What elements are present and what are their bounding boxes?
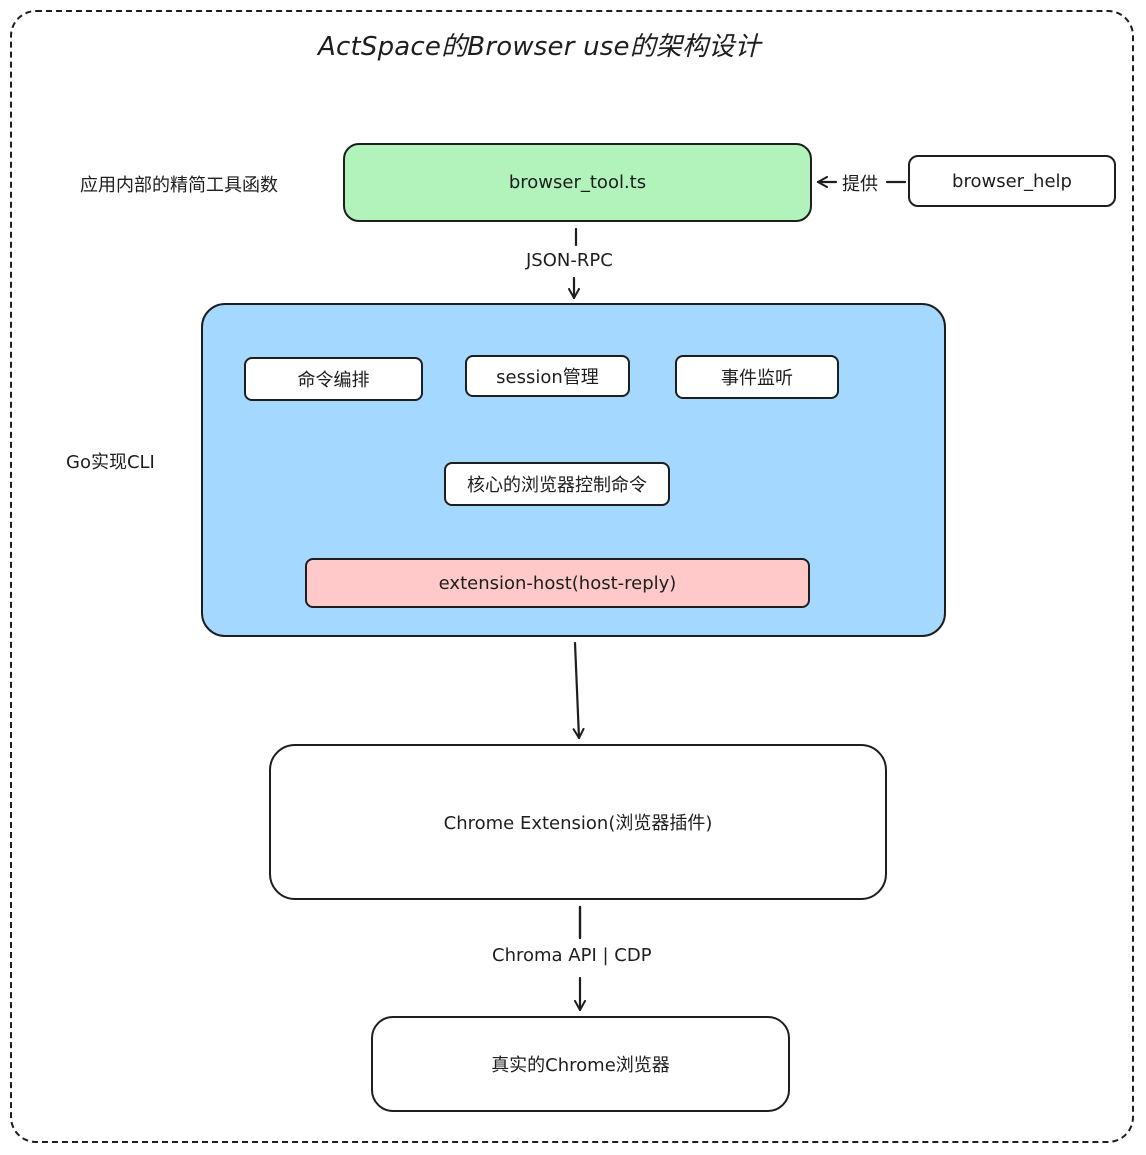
node-event-listen: 事件监听	[675, 355, 839, 399]
node-core-cmd: 核心的浏览器控制命令	[444, 462, 670, 506]
node-event-listen-label: 事件监听	[721, 368, 793, 389]
label-go-cli: Go实现CLI	[66, 452, 155, 473]
edge-chroma-api-label: Chroma API | CDP	[488, 945, 656, 966]
node-chrome-ext-label: Chrome Extension(浏览器插件)	[443, 813, 713, 834]
node-chrome-ext: Chrome Extension(浏览器插件)	[269, 744, 887, 900]
node-real-chrome-label: 真实的Chrome浏览器	[491, 1055, 670, 1076]
node-browser-help-label: browser_help	[952, 170, 1072, 192]
node-session-mgmt: session管理	[465, 355, 630, 397]
node-ext-host: extension-host(host-reply)	[305, 558, 810, 608]
node-browser-tool-label: browser_tool.ts	[508, 172, 647, 193]
node-session-mgmt-label: session管理	[496, 367, 599, 388]
node-browser-help: browser_help	[908, 155, 1116, 207]
edge-json-rpc-label: JSON-RPC	[522, 250, 617, 271]
diagram-title: ActSpace的Browser use的架构设计	[318, 32, 761, 62]
node-cmd-orchestration-label: 命令编排	[297, 370, 370, 391]
diagram-frame	[10, 10, 1134, 1143]
node-real-chrome: 真实的Chrome浏览器	[371, 1016, 790, 1112]
node-ext-host-label: extension-host(host-reply)	[438, 572, 677, 594]
node-browser-tool: browser_tool.ts	[343, 143, 812, 222]
node-core-cmd-label: 核心的浏览器控制命令	[467, 475, 647, 496]
label-app-tools: 应用内部的精简工具函数	[80, 175, 278, 196]
edge-provide-label: 提供	[838, 170, 882, 196]
node-cmd-orchestration: 命令编排	[244, 357, 423, 401]
